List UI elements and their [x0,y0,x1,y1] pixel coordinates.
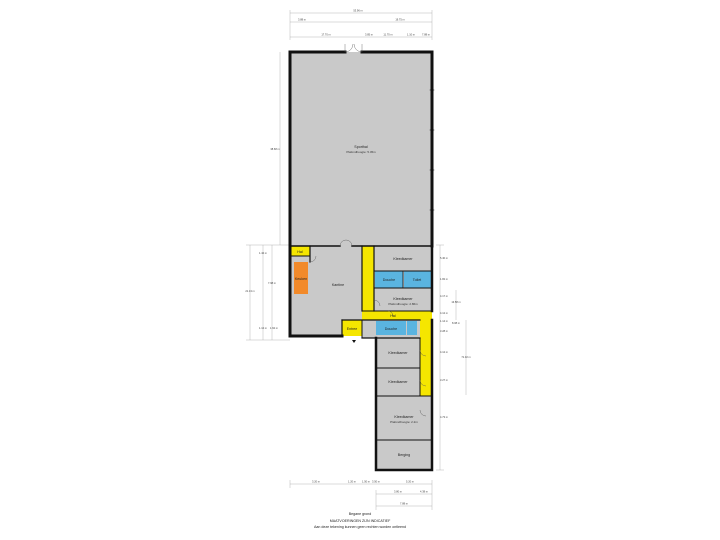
dim-top-left: 3.88 m [298,18,306,22]
notice-body: Aan deze tekening kunnen geen rechten wo… [314,525,406,529]
room-kleedkamer-4-label: Kleedkamer [388,380,408,384]
dim-right-h: 3.28 m [440,329,448,333]
dim-left-a: 1.42 m [259,251,267,255]
room-kleedkamer-2-sub: Plafondhoogte: 2.86m [388,302,418,306]
dim-top-total: 53.96 m [353,9,362,13]
room-toilet-1-label: Toilet [413,278,421,282]
walls [288,50,435,472]
dim-left-b: 7.98 m [268,281,276,285]
room-sporthal-label: Sporthal [354,145,368,149]
dim-right-k: 3.27 m [440,378,448,382]
notice-title: MAATVOERINGEN ZIJN INDICATIEF [330,519,391,523]
dim-bot-e: 5.20 m [406,480,414,484]
dimension-lines-right [436,244,467,471]
room-hal-mid-label: Hal [390,314,396,318]
dim-right-f: 4.12 m [440,311,448,315]
dim-right-c: 13.58 m [451,300,460,304]
dim-left-e: 1.62 m [270,326,278,330]
dim-top-seg3: 11.70 m [383,33,392,37]
dim-top-seg2: 3.85 m [365,33,373,37]
room-berging-label: Berging [398,453,410,457]
dim-right-j: 71.32 m [461,355,470,359]
room-kleedkamer-5-label: Kleedkamer [394,415,414,419]
dim-bot-b: 1.20 m [348,480,356,484]
dim-top-seg5: 7.88 m [422,33,430,37]
dim-top-right: 19.75 m [395,18,404,22]
dim-right-e: 8.08 m [452,321,460,325]
dim-bot-a: 3.20 m [312,480,320,484]
dim-bot-h: 7.88 m [400,502,408,506]
dim-right-l: 4.73 m [440,415,448,419]
room-entree-label: Entree [347,327,358,331]
room-kleedkamer-2-label: Kleedkamer [393,297,413,301]
room-sporthal-sub: Plafondhoogte: 5.45m [346,150,376,154]
room-douche-1-label: Douche [383,278,395,282]
dim-bot-d: 3.50 m [372,480,380,484]
dim-right-b: 1.82 m [440,277,448,281]
dim-top-seg1: 17.70 m [321,33,330,37]
dim-bot-f: 3.80 m [394,490,402,494]
room-kantine-label: Kantine [332,283,344,287]
dim-left-hall: 38.68 m [270,147,279,151]
room-fills [290,52,432,469]
dim-right-d: 4.17 m [440,294,448,298]
dim-bot-g: 4.38 m [420,490,428,494]
room-hal-top-label: Hal [297,250,303,254]
dim-right-a: 5.40 m [440,256,448,260]
dim-top-seg4: 1.10 m [407,33,415,37]
dimension-lines-left [246,52,290,341]
room-kleedkamer-5-sub: Plafondhoogte: 2.2m [390,420,418,424]
dim-bot-c: 1.50 m [362,480,370,484]
dim-right-i: 4.12 m [440,350,448,354]
room-keuken-label: Keuken [295,277,307,281]
dimension-lines-top [289,10,433,40]
dim-left-d: 1.12 m [259,326,267,330]
doors [309,43,427,417]
entrance-arrow-icon [352,340,356,343]
room-douche-2-label: Douche [385,327,397,331]
dimension-lines-bottom [289,480,433,510]
room-kleedkamer-3-label: Kleedkamer [388,351,408,355]
room-kleedkamer-1-label: Kleedkamer [393,257,413,261]
floor-title: Begane grond [349,512,372,516]
dim-left-c: 21.13 m [245,289,254,293]
dim-right-g: 1.14 m [440,319,448,323]
